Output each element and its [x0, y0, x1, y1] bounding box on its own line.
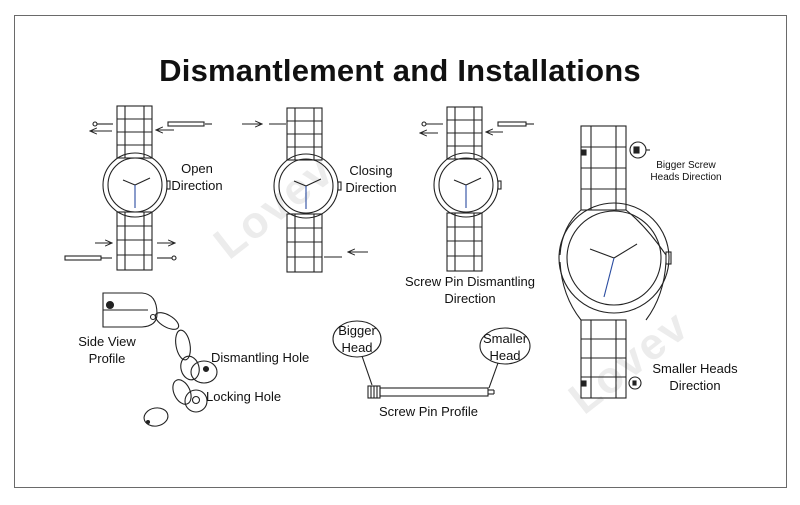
- page-title: Dismantlement and Installations: [159, 53, 641, 88]
- label-screw-pin-profile: Screw Pin Profile: [379, 404, 478, 419]
- watch-screw-pin-dismantling: [420, 106, 534, 272]
- screw-pin-profile-drawing: [332, 320, 531, 399]
- label-locking-hole: Locking Hole: [206, 389, 282, 404]
- large-watch: [558, 125, 672, 399]
- watch-closing-direction: [242, 107, 368, 273]
- watch-open-direction: [64, 105, 212, 271]
- label-dismantling-hole: Dismantling Hole: [211, 350, 310, 365]
- side-view-profile-drawing: [102, 292, 218, 427]
- diagram-frame: [14, 15, 787, 488]
